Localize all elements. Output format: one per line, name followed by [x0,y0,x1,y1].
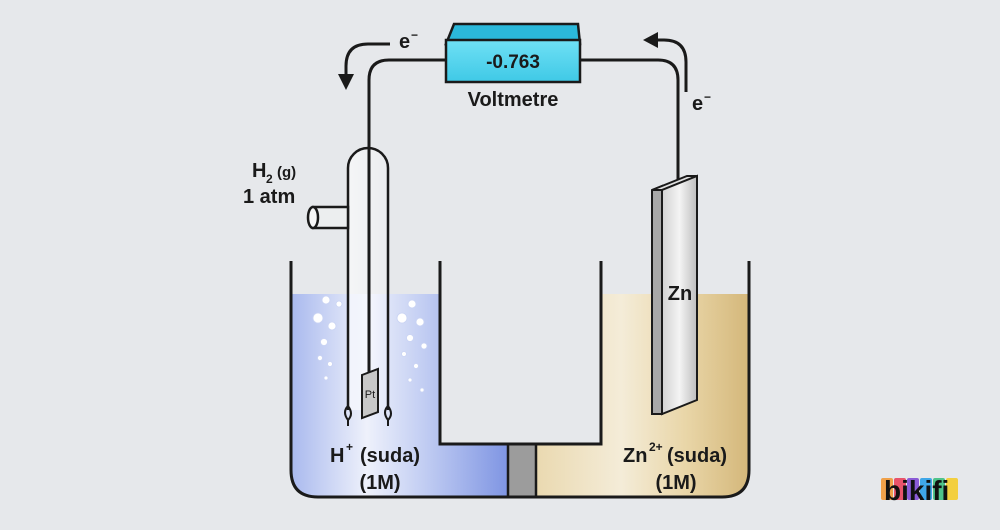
container-divider [438,261,603,446]
svg-text:(1M): (1M) [359,472,400,494]
hydrogen-bubbles [312,295,428,393]
svg-text:H: H [252,160,266,182]
electron-label-left: e − [399,28,418,53]
svg-text:(suda): (suda) [667,445,727,467]
svg-text:1 atm: 1 atm [243,186,295,208]
svg-text:−: − [411,28,418,42]
porous-barrier [506,442,538,499]
svg-text:H: H [330,445,344,467]
svg-text:2: 2 [266,172,273,186]
svg-text:(1M): (1M) [655,472,696,494]
right-wire [580,58,680,180]
svg-text:(suda): (suda) [360,445,420,467]
tube-left-hook [344,405,352,426]
tube-right-hook [384,405,392,426]
electron-arrow-left-head [338,74,354,90]
electron-arrow-right-head [643,32,658,48]
electron-arrow-right [655,38,688,92]
voltmeter: -0.763 [444,22,582,84]
zinc-electrode [661,174,698,416]
svg-text:e: e [399,31,410,53]
svg-text:2+: 2+ [649,440,663,454]
svg-text:Zn: Zn [623,445,647,467]
left-solution [291,294,508,497]
platinum-plate [361,367,379,420]
voltmeter-label: Voltmetre [468,89,559,111]
svg-text:+: + [346,440,353,454]
zinc-electrode-side [651,184,663,415]
right-solution-label: Zn 2+ (suda) (1M) [623,440,727,494]
svg-text:(g): (g) [277,164,296,181]
svg-text:−: − [704,90,711,104]
zinc-label: Zn [668,283,692,305]
svg-text:bikifi: bikifi [884,475,949,506]
brand-logo: bikifi [881,475,958,506]
electron-arrow-left [344,42,390,76]
platinum-label: Pt [365,389,375,401]
container [289,261,751,499]
electron-label-right: e − [692,90,711,115]
left-solution-label: H + (suda) (1M) [330,440,420,494]
voltmeter-reading: -0.763 [486,52,540,73]
svg-text:e: e [692,93,703,115]
left-wire [367,58,446,372]
gas-label: H 2 (g) 1 atm [243,160,296,208]
gas-inlet-opening [306,205,320,230]
